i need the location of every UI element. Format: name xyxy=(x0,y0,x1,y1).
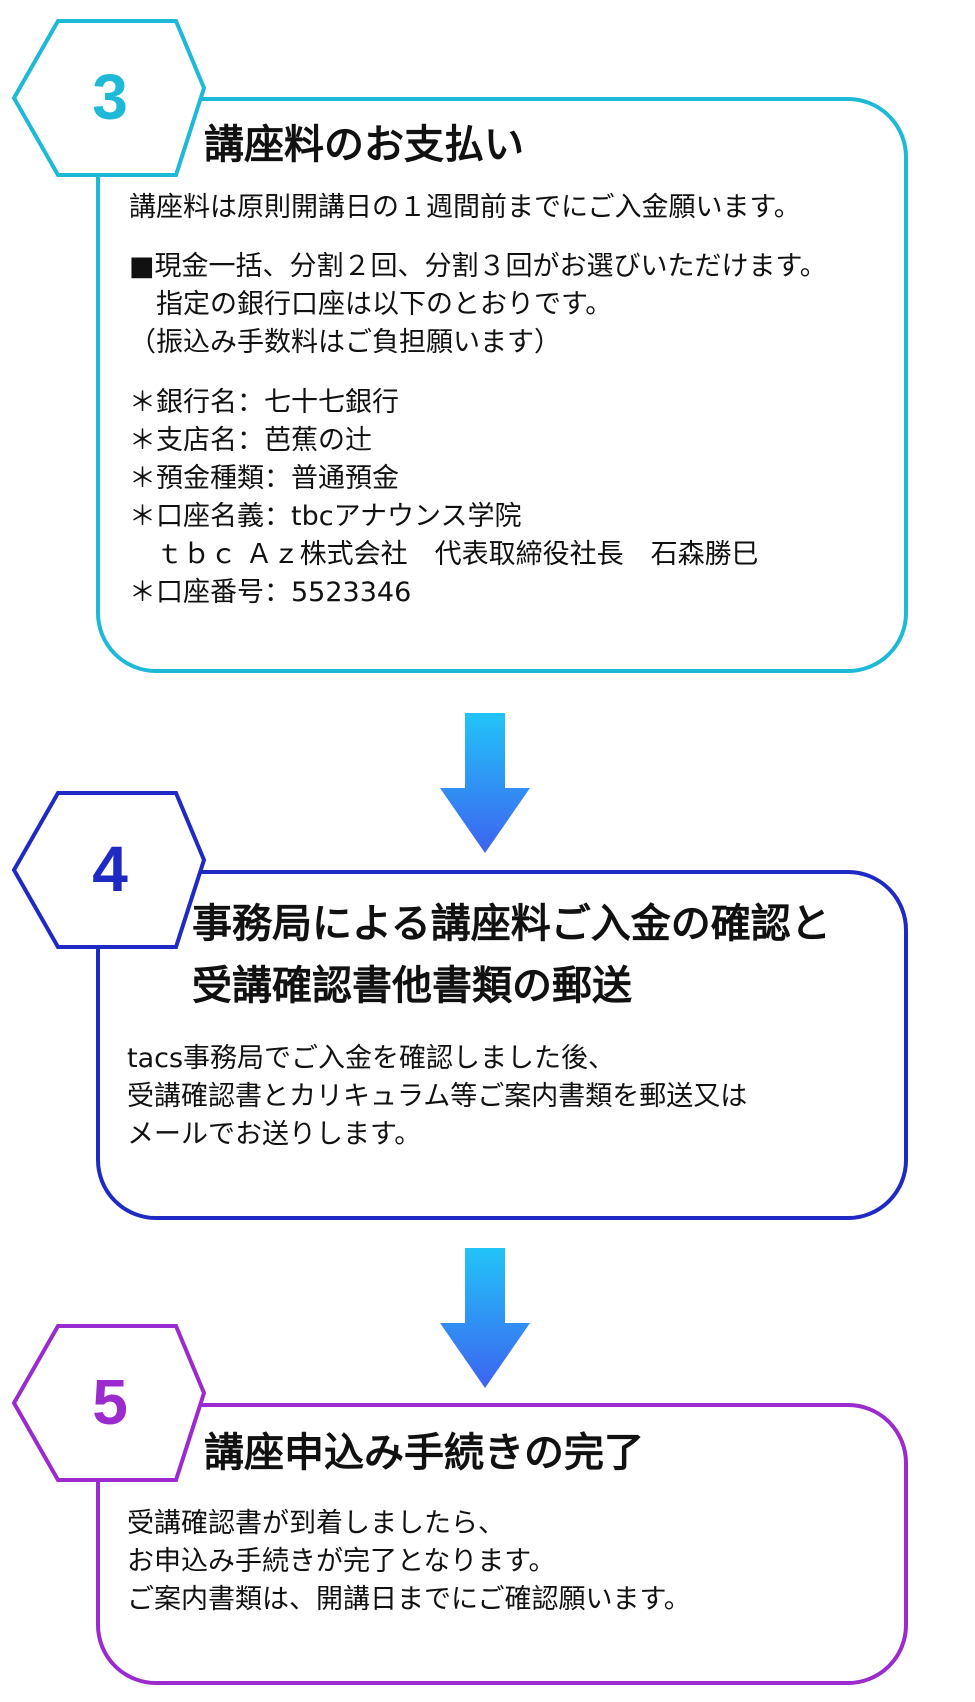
step-3-bank-details: ＊銀行名：七十七銀行 ＊支店名：芭蕉の辻 ＊預金種類：普通預金 ＊口座名義：tb… xyxy=(129,387,759,608)
step-4-hexagon xyxy=(11,791,207,949)
step-4-title: 事務局による講座料ご入金の確認と 受講確認書他書類の郵送 xyxy=(192,901,831,1009)
down-arrow-icon xyxy=(440,1248,530,1388)
down-arrow-icon xyxy=(440,713,530,853)
step-4-body: tacs事務局でご入金を確認しました後、 受講確認書とカリキュラム等ご案内書類を… xyxy=(127,1043,748,1150)
step-3-hexagon xyxy=(11,19,207,177)
step-4-number: 4 xyxy=(92,833,128,905)
step-5-box xyxy=(96,1403,908,1685)
step-3-title: 講座料のお支払い xyxy=(204,122,524,168)
step-5-number: 5 xyxy=(92,1366,128,1438)
step-3-box xyxy=(96,97,908,673)
step-3-payment-options: ■現金一括、分割２回、分割３回がお選びいただけます。 指定の銀行口座は以下のとお… xyxy=(129,251,827,358)
step-4-box xyxy=(96,870,908,1220)
step-5-hexagon xyxy=(11,1324,207,1482)
step-3-number: 3 xyxy=(92,61,128,133)
step-5-body: 受講確認書が到着しましたら、 お申込み手続きが完了となります。 ご案内書類は、開… xyxy=(127,1508,691,1615)
step-3-intro: 講座料は原則開講日の１週間前までにご入金願います。 xyxy=(129,192,801,223)
step-5-title: 講座申込み手続きの完了 xyxy=(204,1430,644,1476)
